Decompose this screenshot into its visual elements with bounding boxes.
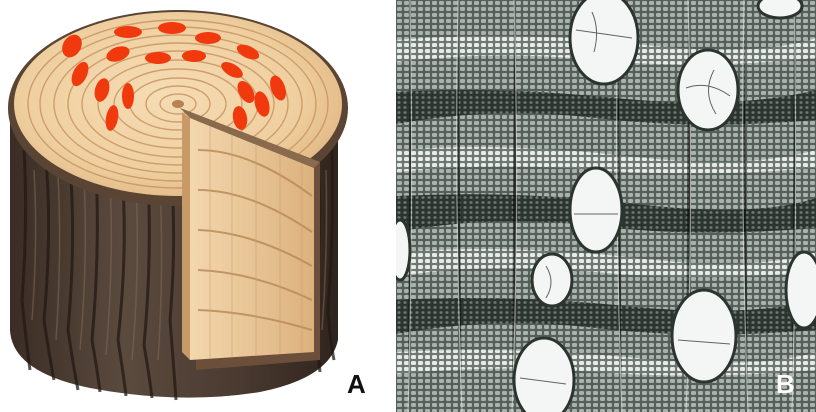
panel-label-b: B (776, 371, 795, 397)
panel-a-tree-stump: A (0, 0, 396, 412)
panel-label-a: A (347, 371, 366, 397)
wood-micrograph (396, 0, 816, 412)
tree-stump-illustration (0, 0, 396, 412)
panel-b-micrograph: B (396, 0, 816, 412)
